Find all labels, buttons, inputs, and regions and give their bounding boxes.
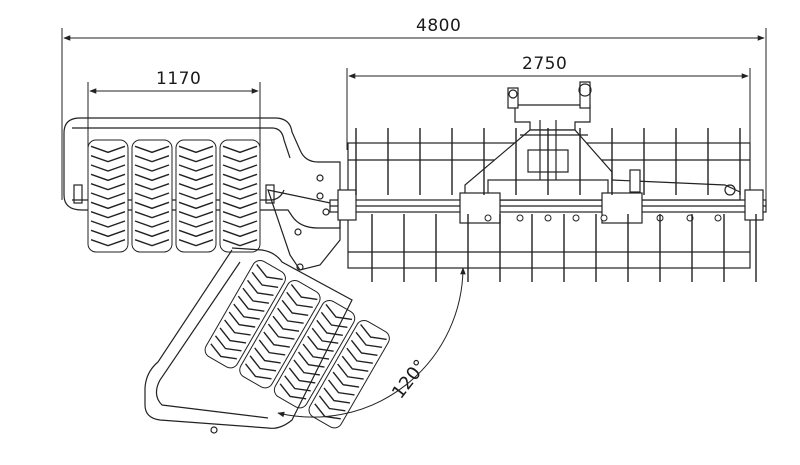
harrow-frame xyxy=(329,81,767,269)
roller-set-rotated xyxy=(204,259,390,429)
roller-tyre xyxy=(87,139,129,253)
beam-bolt xyxy=(516,214,524,222)
beam-bolt xyxy=(544,214,552,222)
dimension-overall-label: 4800 xyxy=(416,16,462,36)
roller-tyre xyxy=(131,139,173,253)
dimension-frame-label: 2750 xyxy=(522,54,568,74)
dimension-frame xyxy=(346,68,751,150)
roller-tyre xyxy=(175,139,217,253)
spring-tines xyxy=(355,128,757,282)
beam-bolt xyxy=(600,214,608,222)
roller-tyre xyxy=(219,139,261,253)
dimension-roller xyxy=(87,82,261,150)
beam-bolt xyxy=(484,214,492,222)
roller-set-transport xyxy=(87,139,261,253)
beam-bolt xyxy=(572,214,580,222)
roller-tyre-rotated xyxy=(204,259,286,369)
beam-bolts xyxy=(484,214,722,222)
dimension-roller-label: 1170 xyxy=(156,69,202,89)
rotated-roller-frame xyxy=(144,247,353,434)
rotation-arc xyxy=(277,267,466,418)
beam-bolt xyxy=(714,214,722,222)
dimension-overall xyxy=(61,28,767,200)
